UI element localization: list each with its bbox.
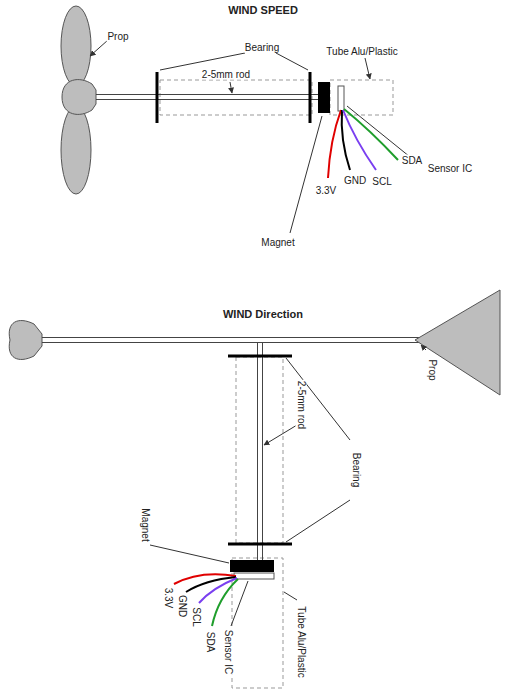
leader-line	[290, 116, 322, 233]
section-heading: WIND Direction	[222, 308, 304, 320]
speed-sensor	[61, 6, 420, 233]
vane-rod	[42, 337, 420, 338]
part-label: Tube Alu/Plastic	[325, 46, 398, 57]
leader-line	[365, 58, 370, 79]
rod	[96, 94, 318, 95]
part-label: Magnet	[260, 237, 295, 248]
signal-name: 3.3V	[163, 587, 174, 610]
sensor-ic	[234, 573, 274, 579]
vane-rod	[42, 342, 420, 343]
signal-name: GND	[343, 175, 367, 186]
bearing	[309, 72, 312, 123]
rod	[262, 343, 263, 560]
tube	[330, 80, 393, 115]
magnet	[318, 82, 330, 113]
part-label: Prop	[106, 31, 129, 42]
prop-blade	[61, 106, 91, 194]
part-label: Sensor IC	[223, 629, 234, 675]
rod	[96, 99, 318, 100]
part-label: Sensor IC	[427, 163, 473, 174]
leader-line	[284, 592, 297, 600]
leader-line	[286, 500, 350, 542]
leader-line	[286, 358, 350, 440]
bearing	[228, 355, 292, 358]
part-label: Bearing	[244, 42, 280, 53]
vane-tail	[415, 290, 500, 395]
wire	[328, 110, 341, 178]
signal-name: GND	[177, 594, 188, 618]
prop-hub	[62, 80, 96, 115]
bearing	[228, 543, 292, 546]
tube	[232, 558, 283, 688]
tube	[160, 80, 312, 115]
part-label: Prop	[427, 358, 438, 381]
wire	[344, 109, 398, 160]
leader-line	[150, 545, 229, 563]
magnet	[230, 560, 274, 572]
rod	[257, 343, 258, 560]
part-label: Magnet	[140, 507, 151, 542]
leader-line	[421, 345, 426, 350]
leader-line	[90, 40, 108, 56]
wire	[199, 578, 237, 603]
signal-name: SCL	[371, 176, 392, 187]
sensor-ic	[338, 86, 344, 111]
dimension-label: 2-5mm rod	[201, 69, 251, 80]
part-label: Bearing	[351, 452, 362, 488]
signal-name: SDA	[205, 631, 216, 654]
counterweight	[9, 321, 42, 360]
tube	[236, 357, 283, 543]
signal-name: SCL	[191, 606, 202, 627]
prop-blade	[61, 6, 91, 86]
wire	[343, 110, 376, 170]
bearing	[156, 72, 159, 123]
leader-line	[160, 53, 245, 70]
leader-line	[230, 82, 232, 93]
leader-line	[264, 425, 297, 445]
signal-name: SDA	[401, 155, 424, 166]
leader-line	[231, 581, 248, 626]
direction-sensor	[9, 290, 500, 688]
signal-name: 3.3V	[315, 185, 338, 196]
dimension-label: 2-5mm rod	[296, 380, 307, 430]
leader-line	[276, 53, 308, 70]
part-label: Tube Alu/Plastic	[296, 605, 307, 678]
diagram-title: WIND SPEED	[227, 4, 299, 16]
